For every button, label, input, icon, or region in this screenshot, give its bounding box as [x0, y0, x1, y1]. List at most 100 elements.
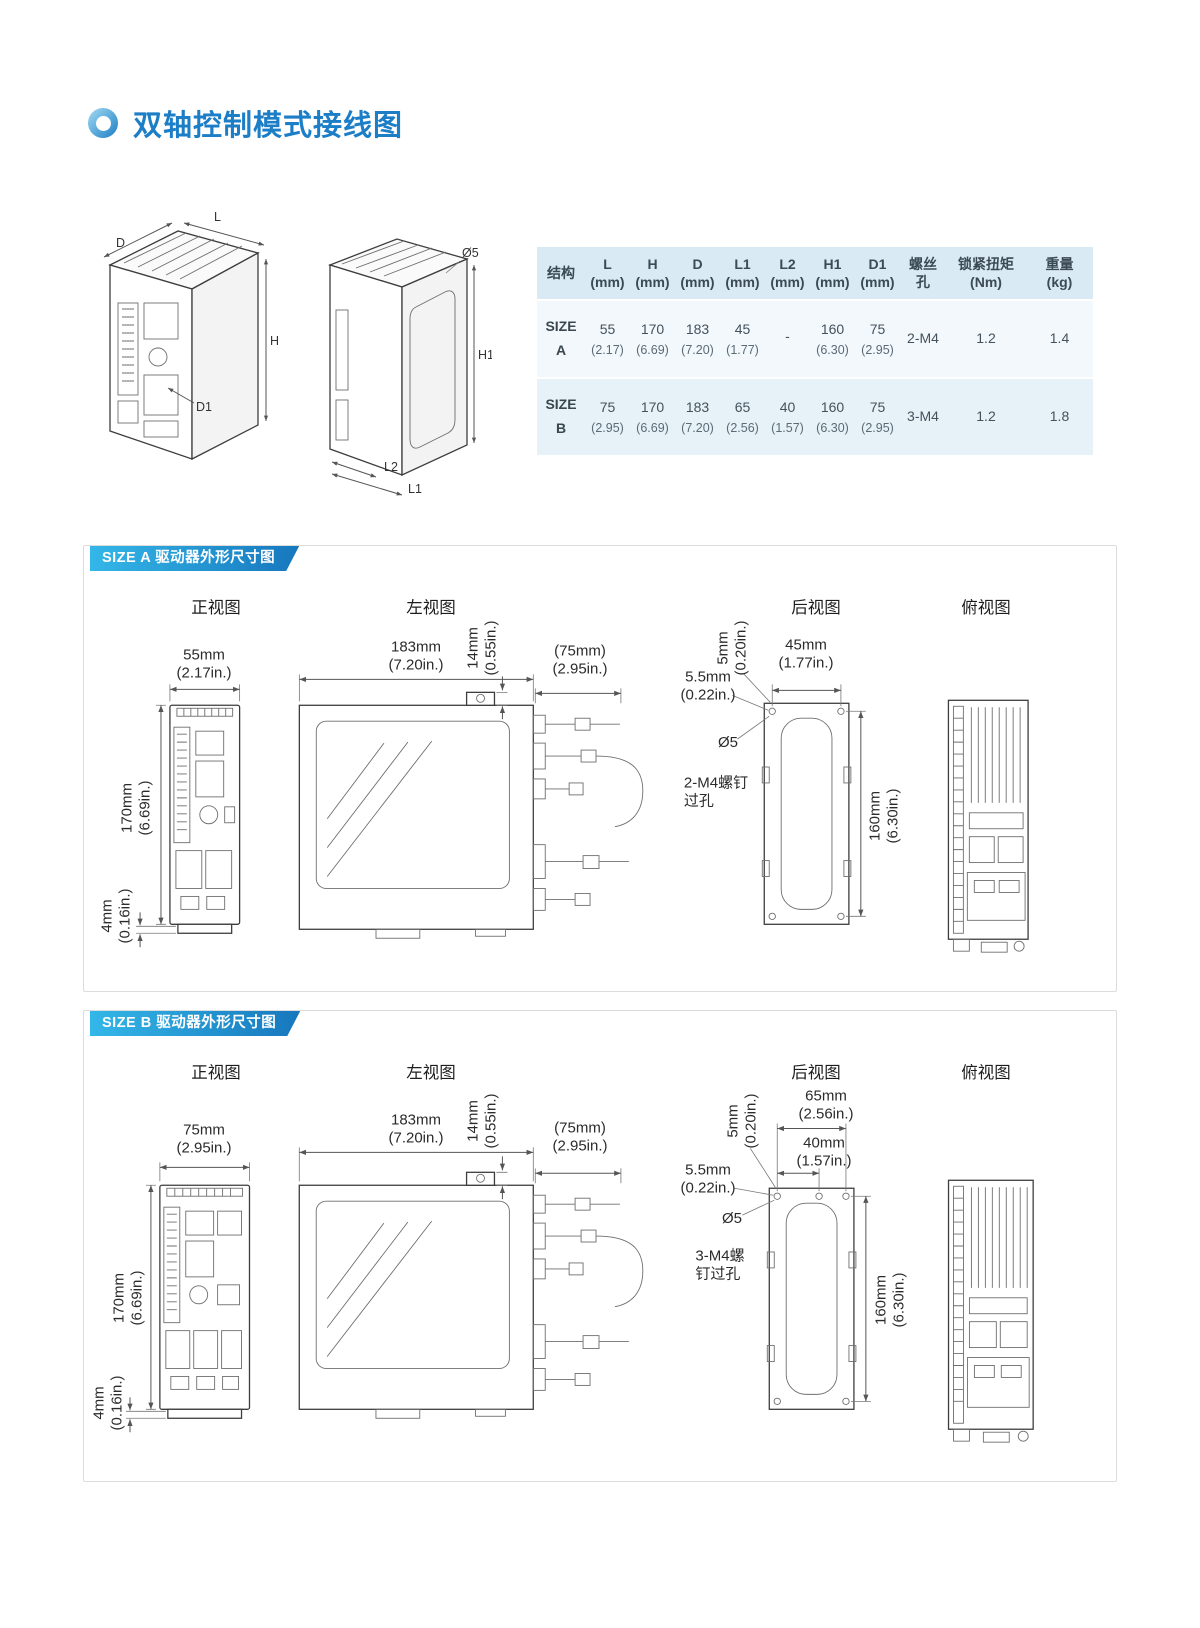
spec-col-header: 重量(kg)	[1026, 247, 1093, 299]
left-view-details	[315, 1173, 644, 1419]
front-view-details	[173, 707, 236, 910]
dim-rear-height: 160mm (6.30in.)	[866, 788, 901, 844]
dim-left-depth: 183mm (7.20in.)	[388, 638, 444, 673]
spec-cell-d: 183(7.20)	[675, 299, 720, 377]
spec-cell-screw: 2-M4	[900, 299, 946, 377]
dim-left-connector: (75mm) (2.95in.)	[552, 1119, 608, 1154]
size-a-section: SIZE A 驱动器外形尺寸图 正视图 左视图 后视图 俯视图	[83, 545, 1117, 992]
dim-front-width: 75mm (2.95in.)	[176, 1121, 232, 1156]
iso-label-d1: D1	[196, 400, 212, 414]
front-view-outline	[159, 1184, 251, 1419]
spec-cell-torque: 1.2	[946, 299, 1026, 377]
rear-view-outline	[768, 1187, 855, 1410]
dim-left-tab: 14mm (0.55in.)	[464, 620, 499, 676]
left-view-outline	[298, 1171, 534, 1410]
front-view-details	[163, 1187, 243, 1390]
size-a-section-tab: SIZE A 驱动器外形尺寸图	[90, 546, 299, 571]
spec-col-header: 锁紧扭矩(Nm)	[946, 247, 1026, 299]
view-label-front: 正视图	[191, 599, 241, 617]
section-bullet-icon	[88, 108, 118, 138]
spec-col-header: H(mm)	[630, 247, 675, 299]
dim-rear-top-offset: 5.5mm (0.22in.)	[680, 1161, 736, 1196]
top-view-details	[952, 705, 1026, 953]
iso-label-l: L	[214, 210, 221, 224]
dim-rear-hole-dia: Ø5	[717, 734, 739, 752]
iso2-details	[335, 240, 456, 449]
view-label-top: 俯视图	[961, 1064, 1011, 1082]
iso-drawing-right-svg: H1 L2 L1 Ø5	[328, 238, 494, 496]
spec-cell-l: 75(2.95)	[585, 377, 630, 455]
dim-rear-top-offset: 5.5mm (0.22in.)	[680, 668, 736, 703]
dim-rear-hole-dia: Ø5	[721, 1210, 743, 1228]
dim-rear-spacing-2: 40mm (1.57in.)	[796, 1134, 852, 1169]
spec-cell-l: 55(2.17)	[585, 299, 630, 377]
spec-header-row: 结构 L(mm) H(mm) D(mm) L1(mm) L2(mm) H1(mm…	[537, 247, 1093, 299]
spec-cell-l1: 45(1.77)	[720, 299, 765, 377]
dim-rear-spacing: 45mm (1.77in.)	[778, 636, 834, 671]
spec-cell-h: 170(6.69)	[630, 299, 675, 377]
dim-front-height: 170mm (6.69in.)	[118, 780, 153, 836]
spec-col-header: H1(mm)	[810, 247, 855, 299]
spec-cell-h1: 160(6.30)	[810, 377, 855, 455]
size-b-section-tab: SIZE B 驱动器外形尺寸图	[90, 1011, 300, 1036]
dim-rear-offset: 5mm (0.20in.)	[714, 620, 749, 676]
size-b-drawings	[126, 1123, 1034, 1443]
iso-label-d: D	[116, 236, 125, 250]
view-label-rear: 后视图	[791, 599, 841, 617]
spec-cell-l1: 65(2.56)	[720, 377, 765, 455]
page-header: 双轴控制模式接线图	[88, 102, 403, 144]
front-view-outline	[169, 704, 241, 934]
spec-cell-weight: 1.4	[1026, 299, 1093, 377]
iso1-body	[108, 230, 260, 461]
spec-col-header: L1(mm)	[720, 247, 765, 299]
spec-cell-h1: 160(6.30)	[810, 299, 855, 377]
spec-cell-d: 183(7.20)	[675, 377, 720, 455]
spec-cell-d1: 75(2.95)	[855, 299, 900, 377]
dim-front-foot: 4mm (0.16in.)	[90, 1375, 125, 1431]
spec-col-header: 螺丝孔	[900, 247, 946, 299]
left-view-dims	[298, 674, 622, 720]
rear-view-dims	[732, 673, 866, 917]
dim-rear-height: 160mm (6.30in.)	[872, 1272, 907, 1328]
dim-front-width: 55mm (2.17in.)	[176, 646, 232, 681]
rear-view-details	[761, 707, 852, 920]
front-view-dims	[126, 1162, 250, 1433]
left-view-details	[315, 693, 644, 939]
spec-cell-weight: 1.8	[1026, 377, 1093, 455]
dim-rear-offset: 5mm (0.20in.)	[724, 1093, 759, 1149]
spec-table: 结构 L(mm) H(mm) D(mm) L1(mm) L2(mm) H1(mm…	[537, 247, 1093, 455]
iso-label-h1: H1	[478, 348, 492, 362]
spec-col-header: L2(mm)	[765, 247, 810, 299]
top-view-outline	[947, 699, 1029, 940]
rear-hole-note: 3-M4螺 钉过孔	[695, 1247, 745, 1282]
spec-col-header: 结构	[537, 247, 585, 299]
dim-left-tab: 14mm (0.55in.)	[464, 1093, 499, 1149]
iso-label-l1: L1	[408, 482, 422, 496]
rear-view-dims	[734, 1123, 871, 1402]
dim-rear-spacing-1: 65mm (2.56in.)	[798, 1087, 854, 1122]
iso-label-dia: Ø5	[462, 246, 479, 260]
front-view-dims	[136, 684, 241, 948]
iso2-body	[328, 238, 469, 477]
spec-col-header: D1(mm)	[855, 247, 900, 299]
view-label-left: 左视图	[406, 599, 456, 617]
spec-col-header: D(mm)	[675, 247, 720, 299]
spec-cell-torque: 1.2	[946, 377, 1026, 455]
page-title: 双轴控制模式接线图	[133, 110, 404, 142]
left-view-outline	[298, 691, 534, 930]
spec-col-header: L(mm)	[585, 247, 630, 299]
iso-label-l2: L2	[384, 460, 398, 474]
dim-left-connector: (75mm) (2.95in.)	[552, 642, 608, 677]
dim-front-foot: 4mm (0.16in.)	[98, 888, 133, 944]
spec-cell-l2: -	[765, 299, 810, 377]
view-label-left: 左视图	[406, 1064, 456, 1082]
rear-view-outline	[763, 702, 850, 925]
size-a-drawings	[136, 673, 1029, 953]
iso-drawing-left: D L H D1	[88, 205, 283, 480]
iso-drawing-left-svg: D L H D1	[103, 210, 279, 461]
view-label-front: 正视图	[191, 1064, 241, 1082]
